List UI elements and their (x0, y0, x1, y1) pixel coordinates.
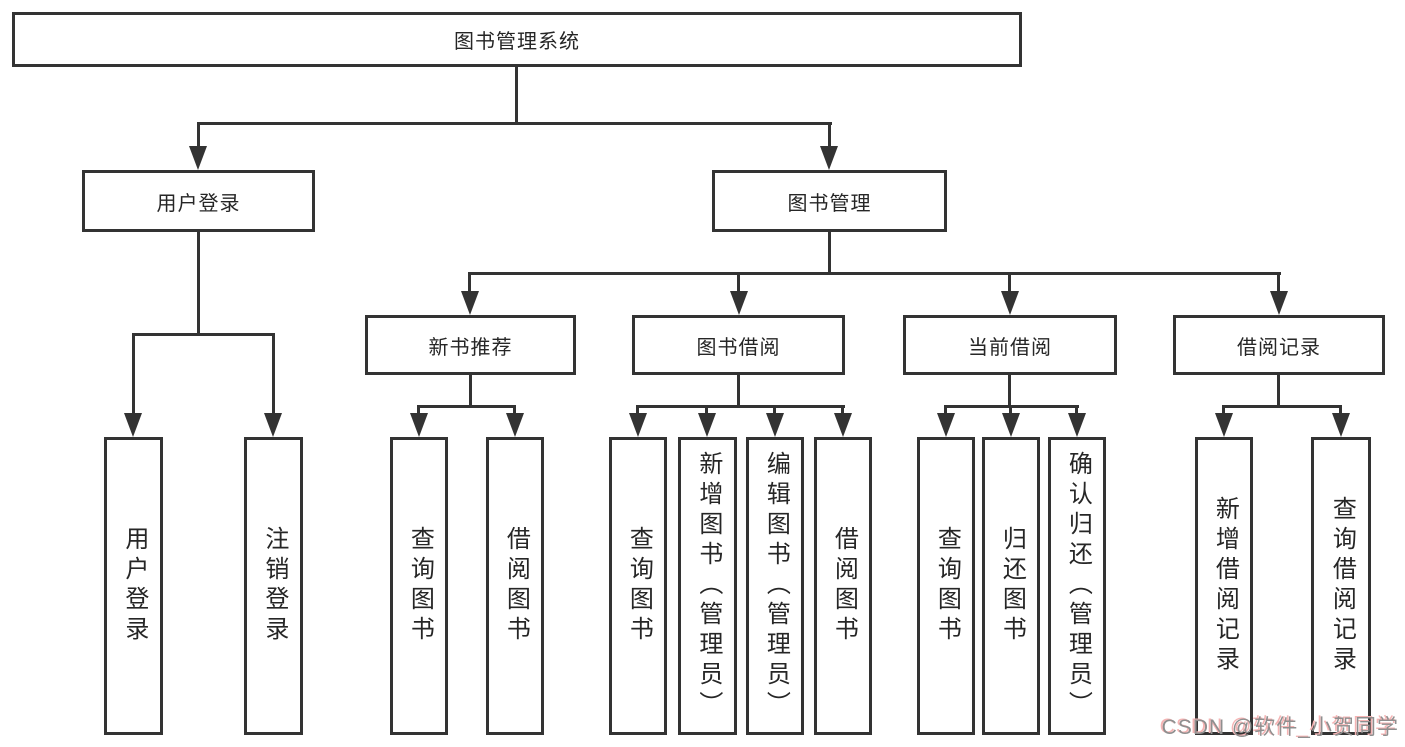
arrowhead-down-user-login (189, 146, 207, 170)
connector-drop-bb-edit (773, 405, 776, 419)
node-label: 用户登录 (156, 192, 241, 215)
leaf-borrow-edit-book-admin: 编辑图书（管理员） (746, 437, 804, 735)
leaf-logout: 注销登录 (244, 437, 303, 735)
arrowhead-down-current-borrow (1001, 291, 1019, 315)
arrowhead-down-rec-borrow (506, 413, 524, 437)
arrowhead-down-book-borrow (730, 291, 748, 315)
connector-new-book-recommend-stem (469, 375, 472, 408)
node-label: 图书借阅 (696, 336, 781, 359)
arrowhead-down-bb-add (698, 413, 716, 437)
arrowhead-down-borrow-record (1270, 291, 1288, 315)
node-borrow-record: 借阅记录 (1173, 315, 1385, 375)
leaf-current-confirm-return-admin: 确认归还（管理员） (1048, 437, 1106, 735)
arrowhead-down-cb-confirm (1068, 413, 1086, 437)
node-book-borrow: 图书借阅 (632, 315, 845, 375)
connector-new-book-recommend-bus (417, 405, 516, 408)
node-label: 注销登录 (260, 526, 288, 646)
connector-book-management-bus (468, 272, 1281, 275)
leaf-record-add-record: 新增借阅记录 (1195, 437, 1253, 735)
leaf-record-query-record: 查询借阅记录 (1311, 437, 1371, 735)
node-label: 查询图书 (933, 526, 961, 646)
connector-drop-leaf-logout (272, 333, 275, 416)
connector-current-borrow-stem (1008, 375, 1011, 408)
connector-root-bus (197, 122, 832, 125)
arrowhead-down-br-add (1215, 413, 1233, 437)
node-label: 借阅图书 (502, 526, 530, 646)
connector-drop-cb-return (1009, 405, 1012, 419)
node-label: 新书推荐 (428, 336, 513, 359)
arrowhead-down-cb-query (937, 413, 955, 437)
connector-drop-new-book-recommend (468, 272, 471, 294)
connector-book-borrow-bus (636, 405, 845, 408)
connector-drop-rec-query (417, 405, 420, 419)
leaf-borrow-borrow-book: 借阅图书 (814, 437, 872, 735)
arrowhead-down-bb-edit (766, 413, 784, 437)
arrowhead-down-bb-query (629, 413, 647, 437)
node-label: 确认归还（管理员） (1064, 451, 1092, 721)
connector-drop-br-query (1339, 405, 1342, 419)
arrowhead-down-bb-borrow (834, 413, 852, 437)
arrowhead-down-rec-query (410, 413, 428, 437)
node-book-management: 图书管理 (712, 170, 947, 232)
leaf-borrow-add-book-admin: 新增图书（管理员） (678, 437, 737, 735)
connector-book-management-stem (828, 232, 831, 275)
connector-borrow-record-stem (1277, 375, 1280, 408)
connector-drop-bb-borrow (841, 405, 844, 419)
leaf-recommend-query-book: 查询图书 (390, 437, 448, 735)
arrowhead-down-leaf-user-login (124, 413, 142, 437)
node-label: 新增图书（管理员） (694, 451, 722, 721)
connector-user-login-bus (132, 333, 275, 336)
node-label: 借阅记录 (1237, 336, 1321, 359)
connector-user-login-stem (197, 232, 200, 336)
connector-drop-book-borrow (737, 272, 740, 294)
leaf-user-login: 用户登录 (104, 437, 163, 735)
node-label: 借阅图书 (830, 526, 858, 646)
leaf-recommend-borrow-book: 借阅图书 (486, 437, 544, 735)
node-new-book-recommend: 新书推荐 (365, 315, 576, 375)
node-label: 查询图书 (406, 526, 434, 646)
arrowhead-down-book-management (820, 146, 838, 170)
node-label: 图书管理系统 (454, 31, 580, 53)
node-label: 查询借阅记录 (1328, 496, 1356, 676)
connector-drop-leaf-user-login (132, 333, 135, 416)
connector-borrow-record-bus (1222, 405, 1342, 408)
connector-drop-br-add (1222, 405, 1225, 419)
node-label: 当前借阅 (968, 336, 1052, 359)
arrowhead-down-cb-return (1002, 413, 1020, 437)
arrowhead-down-br-query (1332, 413, 1350, 437)
connector-drop-cb-confirm (1075, 405, 1078, 419)
connector-drop-cb-query (944, 405, 947, 419)
arrowhead-down-new-book-recommend (461, 291, 479, 315)
connector-root-stem (515, 67, 518, 125)
leaf-current-query-book: 查询图书 (917, 437, 975, 735)
connector-drop-bb-add (705, 405, 708, 419)
node-label: 用户登录 (120, 526, 148, 646)
arrowhead-down-leaf-logout (264, 413, 282, 437)
node-user-login: 用户登录 (82, 170, 315, 232)
node-label: 新增借阅记录 (1211, 496, 1239, 676)
node-current-borrow: 当前借阅 (903, 315, 1117, 375)
connector-drop-bb-query (636, 405, 639, 419)
connector-drop-user-login (197, 122, 200, 150)
csdn-watermark: CSDN @软件_小贺同学 (1161, 716, 1399, 739)
node-library-management-system: 图书管理系统 (12, 12, 1022, 67)
node-label: 图书管理 (787, 192, 872, 215)
node-label: 编辑图书（管理员） (762, 451, 790, 721)
connector-drop-current-borrow (1008, 272, 1011, 294)
node-label: 归还图书 (998, 526, 1026, 646)
node-label: 查询图书 (625, 526, 653, 646)
connector-drop-borrow-record (1277, 272, 1280, 294)
connector-book-borrow-stem (737, 375, 740, 408)
connector-drop-book-management (828, 122, 831, 150)
leaf-borrow-query-book: 查询图书 (609, 437, 667, 735)
connector-drop-rec-borrow (513, 405, 516, 419)
leaf-current-return-book: 归还图书 (982, 437, 1040, 735)
